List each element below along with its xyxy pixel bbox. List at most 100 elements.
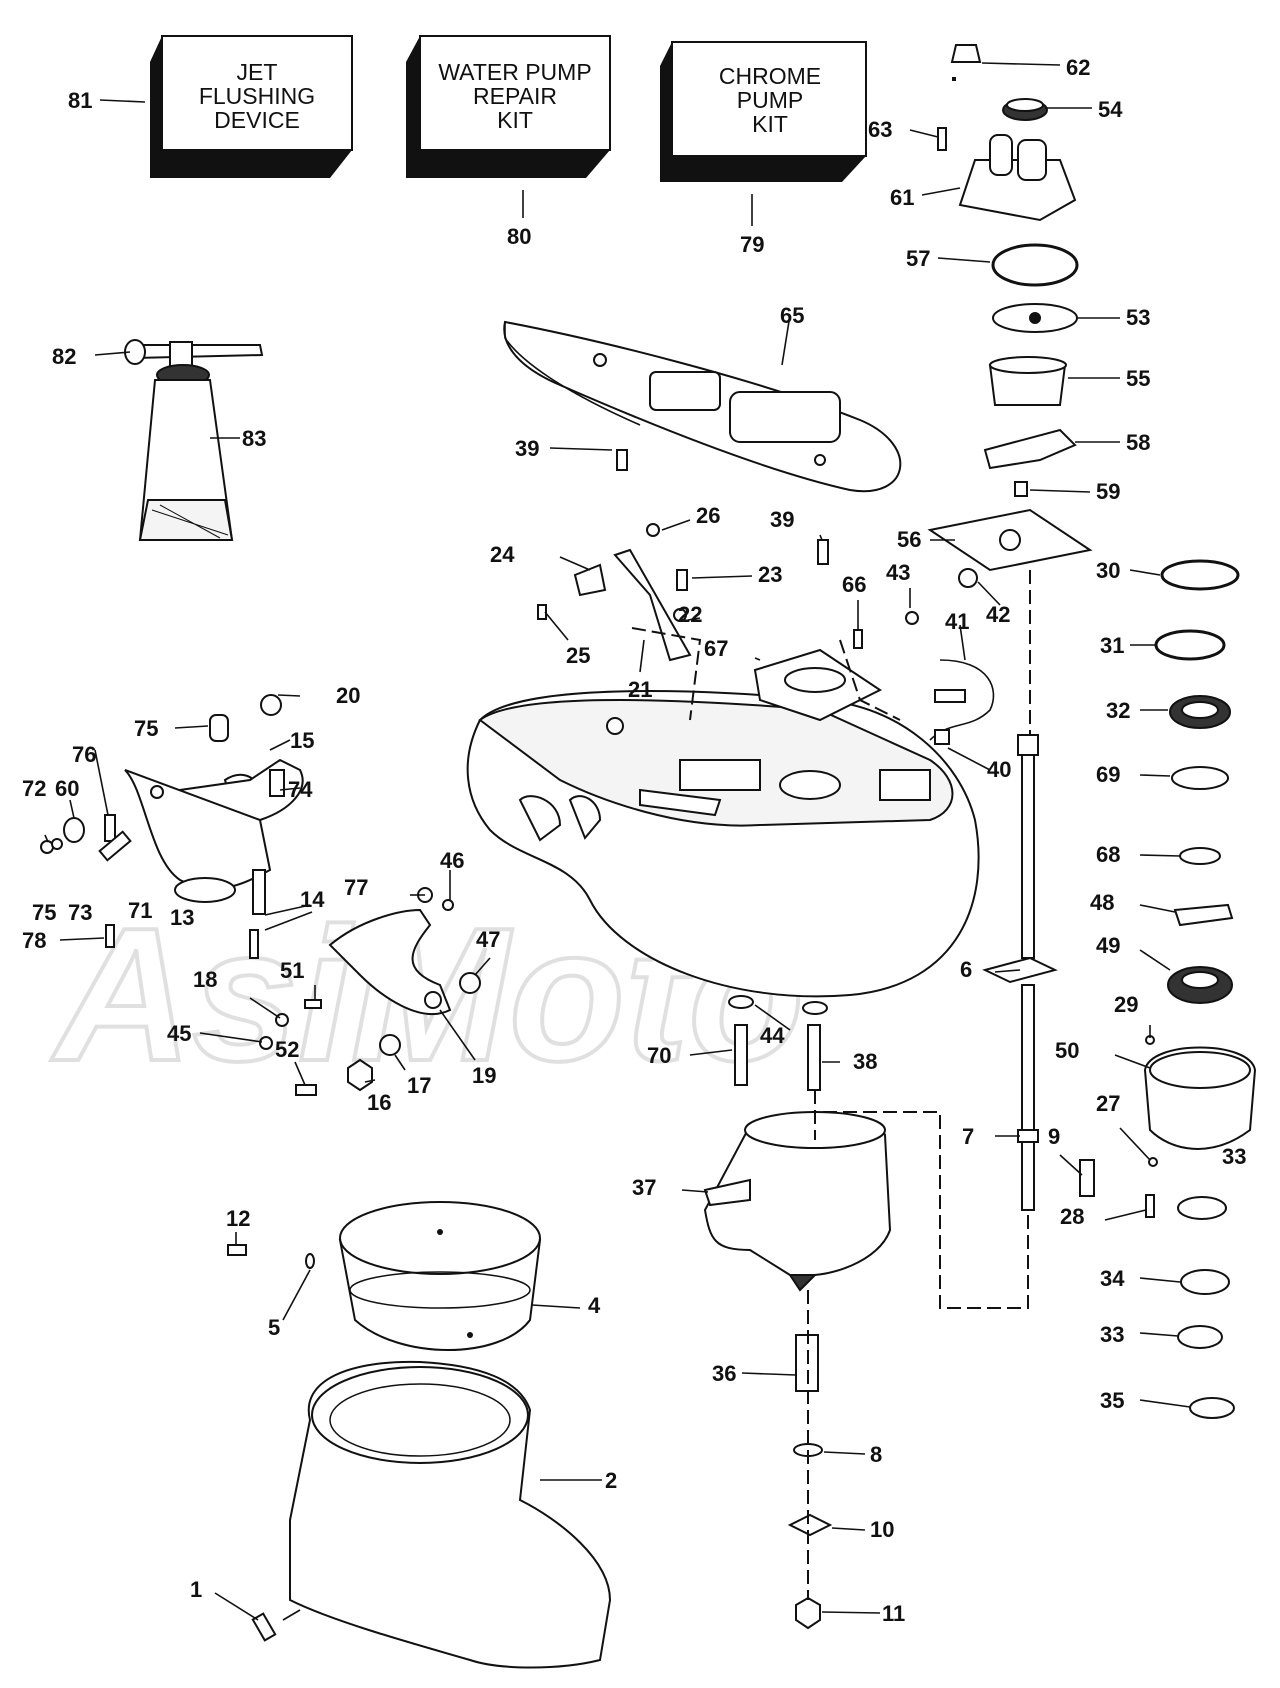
kit-box-jet-flushing: JET FLUSHING DEVICE bbox=[150, 35, 353, 178]
callout-number: 9 bbox=[1048, 1124, 1060, 1149]
callout-number: 49 bbox=[1096, 933, 1120, 958]
callout-number: 8 bbox=[870, 1442, 882, 1467]
callout-number: 72 bbox=[22, 776, 46, 801]
callout-number: 37 bbox=[632, 1175, 656, 1200]
callout-number: 73 bbox=[68, 900, 92, 925]
impeller-part bbox=[703, 995, 892, 1630]
callout-number: 59 bbox=[1096, 479, 1120, 504]
callout-number: 68 bbox=[1096, 842, 1120, 867]
kit-label-line: KIT bbox=[752, 111, 788, 137]
callout-number: 70 bbox=[647, 1043, 671, 1068]
callout-number: 35 bbox=[1100, 1388, 1124, 1413]
callout-number: 79 bbox=[740, 232, 764, 257]
callout-number: 82 bbox=[52, 344, 76, 369]
callout-number: 14 bbox=[300, 887, 325, 912]
intake-cover-plate-part bbox=[503, 320, 902, 493]
callout-number: 54 bbox=[1098, 97, 1123, 122]
callout-number: 48 bbox=[1090, 890, 1114, 915]
callout-number: 75 bbox=[134, 716, 158, 741]
callout-number: 75 bbox=[32, 900, 56, 925]
callout-number: 4 bbox=[588, 1293, 601, 1318]
callout-number: 44 bbox=[760, 1023, 785, 1048]
callout-number: 31 bbox=[1100, 633, 1124, 658]
callout-number: 29 bbox=[1114, 992, 1138, 1017]
callout-number: 12 bbox=[226, 1206, 250, 1231]
callout-number: 33 bbox=[1222, 1144, 1246, 1169]
jet-pump-housing-part bbox=[466, 690, 980, 998]
callout-number: 24 bbox=[490, 542, 515, 567]
callout-number: 51 bbox=[280, 958, 304, 983]
kit-box-chrome-pump: CHROME PUMP KIT bbox=[660, 41, 867, 182]
callout-number: 18 bbox=[193, 967, 217, 992]
callout-number: 50 bbox=[1055, 1038, 1079, 1063]
callout-number: 11 bbox=[882, 1601, 905, 1626]
kit-label-line: JET bbox=[237, 59, 278, 85]
callout-number: 26 bbox=[696, 503, 720, 528]
mounting-brackets bbox=[537, 449, 995, 745]
callout-number: 81 bbox=[68, 88, 92, 113]
callout-number: 7 bbox=[962, 1124, 974, 1149]
callout-number: 27 bbox=[1096, 1091, 1120, 1116]
leader-lines bbox=[44, 62, 1191, 1621]
callout-number: 45 bbox=[167, 1021, 191, 1046]
kit-label-line: PUMP bbox=[737, 87, 803, 113]
callout-number: 16 bbox=[367, 1090, 391, 1115]
wear-ring-part bbox=[338, 1201, 542, 1351]
callout-number: 42 bbox=[986, 602, 1010, 627]
callout-number: 53 bbox=[1126, 305, 1150, 330]
assembly-line bbox=[631, 627, 702, 721]
callout-number: 2 bbox=[605, 1468, 617, 1493]
intake-grate-part bbox=[227, 1244, 612, 1669]
callout-number: 69 bbox=[1096, 762, 1120, 787]
kit-label-line: FLUSHING bbox=[199, 83, 315, 109]
callout-number: 28 bbox=[1060, 1204, 1084, 1229]
callout-number: 78 bbox=[22, 928, 46, 953]
callout-number: 13 bbox=[170, 905, 194, 930]
callout-number: 58 bbox=[1126, 430, 1150, 455]
assembly-line bbox=[812, 1111, 1029, 1309]
callout-number: 39 bbox=[770, 507, 794, 532]
callout-number: 15 bbox=[290, 728, 314, 753]
callout-number: 43 bbox=[886, 560, 910, 585]
callout-number: 19 bbox=[472, 1063, 496, 1088]
kit-label-line: CHROME bbox=[719, 63, 821, 89]
callout-number: 57 bbox=[906, 246, 930, 271]
assembly-line bbox=[839, 639, 901, 721]
seal-and-bearing-stack bbox=[1079, 559, 1257, 1419]
kit-label-line: WATER PUMP bbox=[438, 59, 591, 85]
callout-number: 83 bbox=[242, 426, 266, 451]
callout-number: 76 bbox=[72, 742, 96, 767]
callout-number: 21 bbox=[628, 677, 652, 702]
kit-label-line: REPAIR bbox=[473, 83, 557, 109]
flushing-device-part bbox=[124, 339, 264, 541]
callout-number: 80 bbox=[507, 224, 531, 249]
pump-housing-stack bbox=[927, 44, 1093, 572]
kit-box-water-pump-repair: WATER PUMP REPAIR KIT bbox=[406, 35, 611, 178]
callout-number: 67 bbox=[704, 636, 728, 661]
callout-number: 55 bbox=[1126, 366, 1150, 391]
callout-number: 71 bbox=[128, 898, 152, 923]
steering-linkage-part bbox=[40, 694, 304, 959]
callout-number: 74 bbox=[288, 777, 313, 802]
callout-numbers: 62 54 63 61 57 53 55 58 59 65 82 83 39 2… bbox=[22, 55, 1246, 1626]
callout-number: 5 bbox=[268, 1315, 280, 1340]
callout-number: 1 bbox=[190, 1577, 202, 1602]
callout-number: 6 bbox=[960, 957, 972, 982]
callout-number: 66 bbox=[842, 572, 866, 597]
callout-number: 63 bbox=[868, 117, 892, 142]
callout-number: 60 bbox=[55, 776, 79, 801]
callout-number: 39 bbox=[515, 436, 539, 461]
callout-number: 36 bbox=[712, 1361, 736, 1386]
callout-number: 23 bbox=[758, 562, 782, 587]
kit-label-line: KIT bbox=[497, 107, 533, 133]
callout-number: 41 bbox=[945, 609, 969, 634]
callout-number: 32 bbox=[1106, 698, 1130, 723]
callout-number: 52 bbox=[275, 1037, 299, 1062]
callout-number: 30 bbox=[1096, 558, 1120, 583]
callout-number: 33 bbox=[1100, 1322, 1124, 1347]
callout-number: 10 bbox=[870, 1517, 894, 1542]
callout-number: 61 bbox=[890, 185, 914, 210]
kit-label-line: DEVICE bbox=[214, 107, 300, 133]
callout-number: 25 bbox=[566, 643, 590, 668]
